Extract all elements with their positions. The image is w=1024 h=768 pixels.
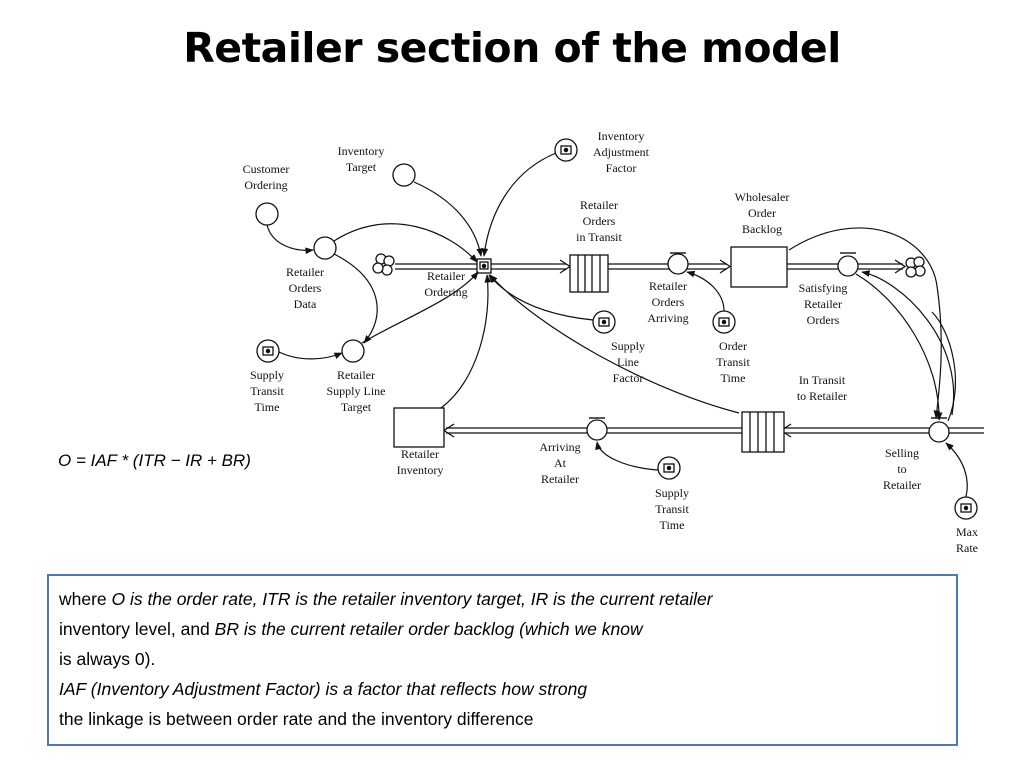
- stock-wholesaler-order-backlog: [730, 246, 788, 288]
- stock-retailer-orders-in-transit: [569, 254, 609, 293]
- cloud-source-icon: [372, 253, 395, 276]
- order-rate-formula: O = IAF * (ITR − IR + BR): [58, 451, 251, 470]
- explanation-line-1: where O is the order rate, ITR is the re…: [59, 589, 713, 609]
- satisfying-retailer-orders-valve: [837, 255, 859, 277]
- max-rate-node: [954, 496, 978, 520]
- explanation-box: where O is the order rate, ITR is the re…: [47, 574, 958, 746]
- constant-nodes: [256, 138, 978, 520]
- arriving-at-retailer-valve: [586, 419, 608, 441]
- explanation-line-4: IAF (Inventory Adjustment Factor) is a f…: [59, 679, 588, 699]
- order-transit-time-node: [712, 310, 736, 334]
- selling-to-retailer-valve: [928, 421, 950, 443]
- explanation-line-3: is always 0).: [59, 649, 156, 669]
- stock-retailer-inventory: [393, 407, 445, 448]
- inventory-target-node: [392, 163, 416, 187]
- cloud-sink-icon: [905, 256, 926, 278]
- explanation-line-2: inventory level, and BR is the current r…: [59, 619, 643, 639]
- supply-transit-time-left-node: [256, 339, 280, 363]
- explanation-line-5: the linkage is between order rate and th…: [59, 709, 534, 729]
- flow-pipes: [395, 259, 984, 438]
- supply-line-factor-node: [592, 310, 616, 334]
- customer-ordering-node: [255, 202, 279, 226]
- retailer-ordering-valve: [476, 258, 492, 274]
- retailer-orders-arriving-valve: [667, 253, 689, 275]
- aux-circles: [255, 163, 950, 443]
- info-links: [266, 152, 968, 498]
- slide-title: Retailer section of the model: [183, 24, 841, 72]
- retailer-supply-line-target-node: [341, 339, 365, 363]
- inventory-adjustment-factor-node: [554, 138, 578, 162]
- supply-transit-time-bottom-node: [657, 456, 681, 480]
- stock-in-transit-to-retailer: [741, 411, 785, 453]
- retailer-orders-data-node: [313, 236, 337, 260]
